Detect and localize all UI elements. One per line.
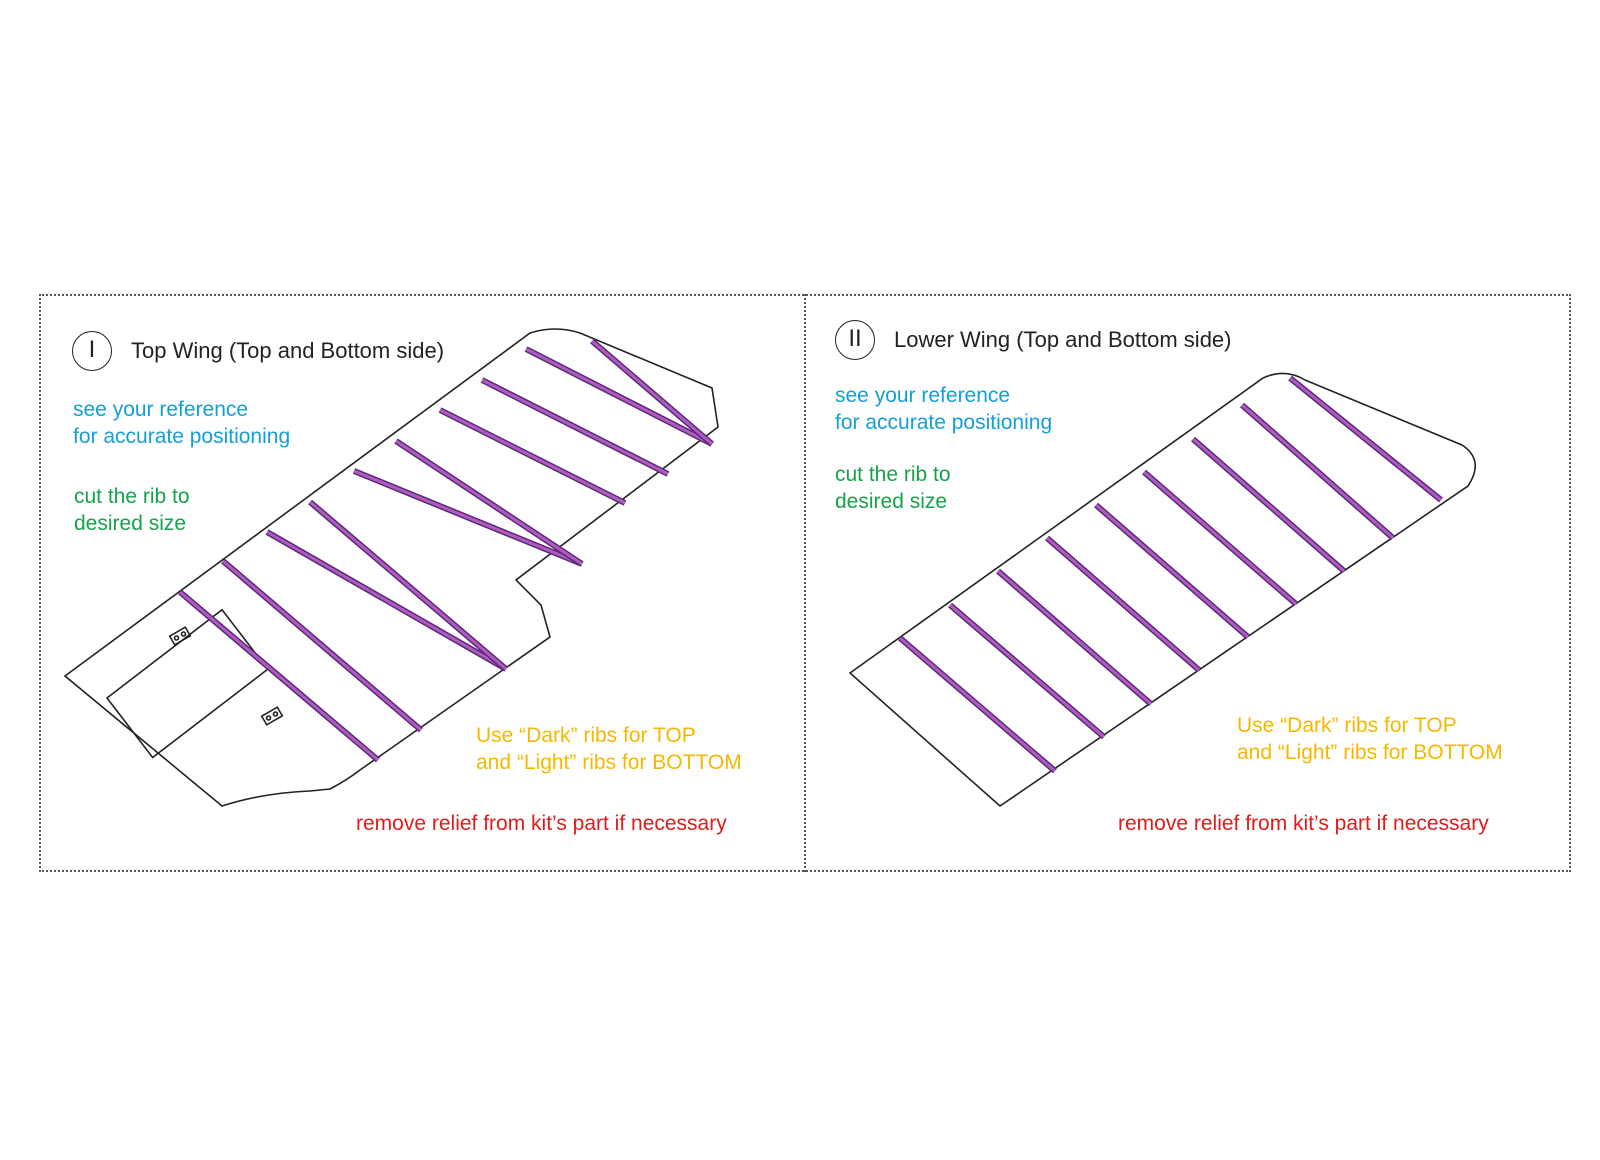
rib [395,439,583,566]
rib [266,530,507,671]
rib [179,590,379,762]
ribs-note-line1: Use “Dark” ribs for TOP [1237,714,1457,737]
rib [997,569,1152,706]
relief-note: remove relief from kit’s part if necessa… [1118,812,1489,835]
strut-mount-1 [168,626,192,646]
rib [525,347,713,446]
rib [949,603,1105,739]
rib [481,378,669,476]
panel-title-2: Lower Wing (Top and Bottom side) [894,327,1232,352]
reference-note-line2: for accurate positioning [835,411,1053,434]
panel-title-1: Top Wing (Top and Bottom side) [131,338,445,363]
ribs-note-line1: Use “Dark” ribs for TOP [476,724,696,747]
rib [1192,437,1345,573]
panel-divider [804,294,806,872]
rib [1143,470,1297,606]
rib [591,339,713,446]
cut-note-line2: desired size [835,490,948,513]
rib [1289,376,1442,502]
reference-note-line2: for accurate positioning [73,425,291,448]
panel-numeral-2: II [835,320,875,360]
ribs-note-line2: and “Light” ribs for BOTTOM [1237,741,1503,764]
cut-note-line2: desired size [74,512,187,535]
cut-note-line1: cut the rib to [74,485,190,508]
top-wing-ribs [178,338,714,763]
cut-note-line1: cut the rib to [835,463,951,486]
relief-note: remove relief from kit’s part if necessa… [356,812,727,835]
rib [1241,403,1394,540]
reference-note-line1: see your reference [73,398,249,421]
panel-numeral-1: I [72,331,112,371]
rib [353,469,583,566]
top-wing-outline [63,328,719,807]
lower-wing-ribs [898,375,1443,774]
lower-wing [848,372,1476,808]
rib [899,636,1056,773]
rib [439,408,626,505]
rib [222,559,422,732]
reference-note-line1: see your reference [835,384,1011,407]
rib [1046,536,1200,672]
ribs-note-line2: and “Light” ribs for BOTTOM [476,751,742,774]
top-wing [63,328,719,807]
rib [309,500,507,671]
cockpit-cutout [105,608,269,759]
lower-wing-outline [848,372,1476,808]
strut-mount-2 [260,706,284,726]
rib [1095,503,1249,639]
